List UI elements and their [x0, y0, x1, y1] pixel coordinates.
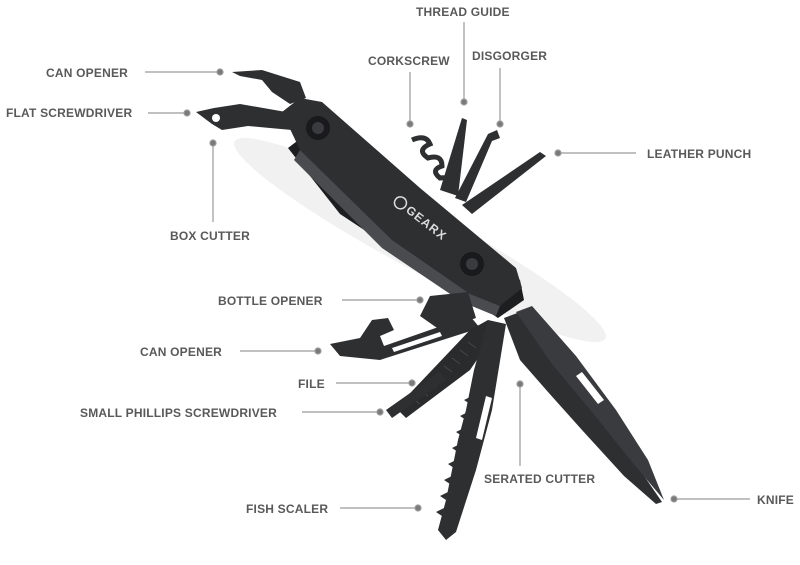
leader-dot-can-opener-top	[216, 68, 224, 76]
brand-logo-icon	[393, 196, 408, 210]
label-bottle-opener: BOTTLE OPENER	[218, 294, 323, 308]
leader-dot-file	[408, 379, 416, 387]
flat-screwdriver-hole	[212, 114, 220, 122]
leader-dot-knife	[670, 495, 678, 503]
small-phillips-tool	[386, 372, 446, 418]
label-fish-scaler: FISH SCALER	[246, 502, 329, 516]
leader-dot-bottle-opener	[416, 296, 424, 304]
disgorger-tool	[455, 130, 500, 202]
handle-rivet-top-inner	[312, 122, 324, 134]
leader-lines	[145, 22, 750, 512]
can-opener-mid-slot	[392, 332, 442, 352]
leader-dot-leather-punch	[554, 149, 562, 157]
flat-screwdriver-tool	[196, 104, 292, 130]
label-serated-cutter: SERATED CUTTER	[484, 472, 596, 486]
label-box-cutter: BOX CUTTER	[170, 229, 250, 243]
bottom-tools	[330, 292, 664, 540]
leather-punch-tool	[462, 152, 546, 214]
corkscrew-spiral	[411, 135, 453, 189]
label-file: FILE	[298, 377, 325, 391]
label-small-phillips: SMALL PHILLIPS SCREWDRIVER	[80, 406, 277, 420]
label-knife: KNIFE	[757, 493, 794, 507]
leader-dot-serated-cutter	[516, 380, 524, 388]
knife-blade	[516, 306, 664, 500]
handle: GEARX	[282, 98, 524, 318]
fish-scaler-slot	[476, 396, 492, 440]
label-thread-guide: THREAD GUIDE	[416, 5, 510, 19]
leader-dot-corkscrew	[406, 120, 414, 128]
handle-ridge	[294, 150, 500, 316]
can-opener-mid-tool	[330, 316, 480, 360]
handle-rivet-bottom-inner	[466, 258, 478, 270]
serated-cutter-tool	[504, 312, 662, 504]
label-leather-punch: LEATHER PUNCH	[647, 147, 752, 161]
handle-front	[282, 98, 522, 306]
label-flat-screwdriver: FLAT SCREWDRIVER	[6, 106, 133, 120]
top-tools	[196, 70, 546, 214]
label-disgorger: DISGORGER	[472, 49, 548, 63]
label-can-opener-top: CAN OPENER	[46, 66, 129, 80]
label-corkscrew: CORKSCREW	[368, 54, 450, 68]
leader-dot-fish-scaler	[414, 504, 422, 512]
fish-scaler-teeth	[436, 396, 472, 516]
leader-dot-small-phillips	[376, 408, 384, 416]
label-can-opener-mid: CAN OPENER	[140, 345, 223, 359]
leader-dot-thread-guide	[460, 98, 468, 106]
knife-slot	[576, 372, 604, 404]
leader-dot-box-cutter	[209, 139, 217, 147]
can-opener-top-tool	[232, 70, 306, 104]
leader-dot-flat-screwdriver	[183, 109, 191, 117]
leader-dot-can-opener-mid	[314, 347, 322, 355]
fish-scaler-tool	[438, 320, 506, 540]
leader-dot-disgorger	[496, 120, 504, 128]
